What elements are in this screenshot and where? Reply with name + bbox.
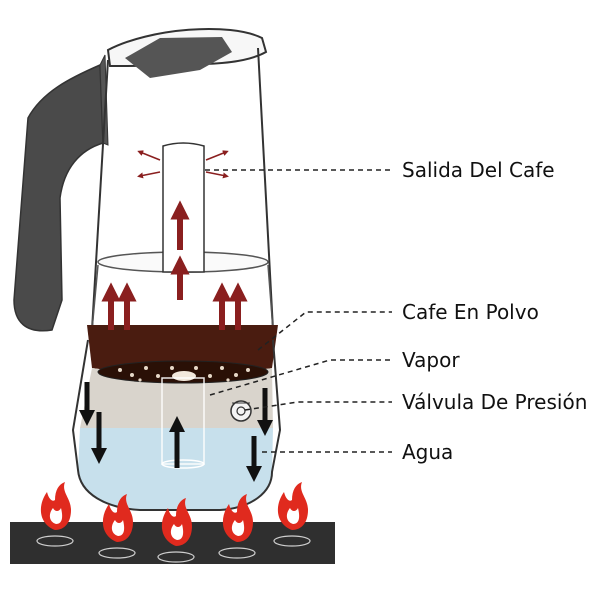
lower-boiler	[71, 339, 282, 511]
arrow-down-icon	[78, 382, 274, 483]
flame-icon	[40, 482, 308, 546]
burner-rings	[36, 535, 311, 563]
pressure-valve-icon	[230, 400, 252, 422]
lid-top	[125, 37, 232, 78]
funnel-tube	[161, 377, 205, 465]
handle-bracket	[99, 54, 109, 146]
vapor-zone	[80, 368, 273, 428]
label-agua: Agua	[402, 440, 454, 464]
label-valvula-de-presion: Válvula De Presión	[402, 390, 588, 414]
pot-handle	[13, 63, 104, 332]
filter-holes	[118, 366, 250, 382]
coffee-grounds	[87, 325, 278, 373]
leader-lines	[205, 169, 392, 453]
water	[78, 428, 273, 510]
label-vapor: Vapor	[402, 348, 460, 372]
central-column	[162, 142, 205, 273]
arrow-up-icon	[101, 200, 248, 330]
label-cafe-en-polvo: Cafe En Polvo	[402, 300, 539, 324]
outflow-arrows	[137, 150, 229, 179]
label-salida-del-cafe: Salida Del Cafe	[402, 158, 555, 182]
